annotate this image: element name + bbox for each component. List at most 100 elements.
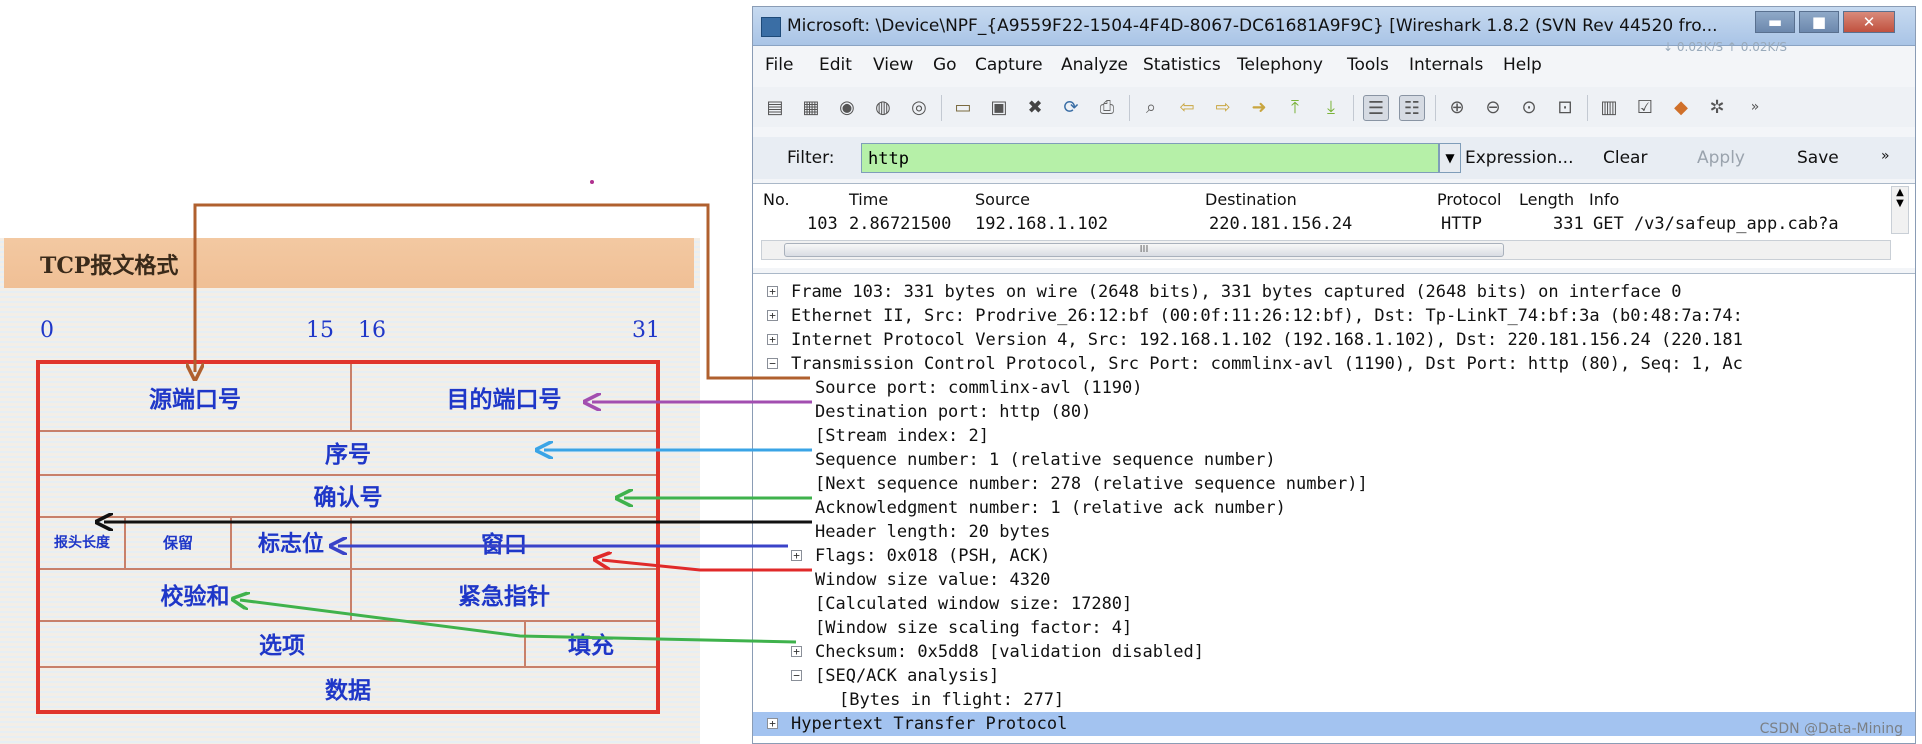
menu-internals[interactable]: Internals [1409, 55, 1484, 75]
clear-button[interactable]: Clear [1603, 148, 1648, 168]
filter-toolbar: Filter: http ▼ Expression... Clear Apply… [753, 137, 1915, 179]
divider [350, 568, 352, 620]
expand-icon[interactable]: + [767, 334, 778, 345]
start-capture-icon[interactable]: ◉ [839, 96, 855, 118]
packet-time: 2.86721500 [849, 214, 952, 234]
expand-icon[interactable]: + [791, 550, 802, 561]
open-file-icon[interactable]: ▭ [954, 96, 972, 118]
column-header-length[interactable]: Length [1519, 190, 1575, 209]
stray-dot [590, 180, 594, 184]
apply-button[interactable]: Apply [1697, 148, 1745, 168]
menu-edit[interactable]: Edit [819, 55, 852, 75]
expand-icon[interactable]: + [767, 310, 778, 321]
filter-overflow-icon[interactable]: » [1881, 148, 1890, 164]
flags-row: 报头长度 保留 标志位 窗口 [40, 516, 656, 570]
go-first-icon[interactable]: ⤒ [1291, 96, 1299, 118]
detail-text: Destination port: http (80) [815, 402, 1092, 422]
capture-options-icon[interactable]: ▦ [802, 96, 820, 118]
detail-line[interactable]: Header length: 20 bytes [753, 520, 1915, 544]
coloring-rules-icon[interactable]: ◆ [1674, 96, 1688, 118]
display-filters-icon[interactable]: ☑ [1636, 96, 1654, 118]
detail-line[interactable]: +Ethernet II, Src: Prodrive_26:12:bf (00… [753, 304, 1915, 328]
detail-line[interactable]: [Window size scaling factor: 4] [753, 616, 1915, 640]
menu-file[interactable]: File [765, 55, 794, 75]
go-last-icon[interactable]: ⤓ [1327, 96, 1335, 118]
column-header-time[interactable]: Time [849, 190, 889, 209]
detail-text: Frame 103: 331 bytes on wire (2648 bits)… [791, 282, 1682, 302]
packet-no: 103 [807, 214, 838, 234]
minimize-button[interactable]: ▬ [1755, 11, 1795, 33]
capture-filters-icon[interactable]: ▥ [1600, 96, 1618, 118]
detail-line[interactable]: +Hypertext Transfer Protocol [753, 712, 1915, 736]
filter-input[interactable]: http [861, 143, 1439, 173]
go-forward-icon[interactable]: ⇨ [1215, 96, 1231, 118]
menu-go[interactable]: Go [933, 55, 957, 75]
detail-line[interactable]: +Flags: 0x018 (PSH, ACK) [753, 544, 1915, 568]
menu-statistics[interactable]: Statistics [1143, 55, 1221, 75]
seq-row: 序号 [40, 430, 656, 476]
detail-line[interactable]: −[SEQ/ACK analysis] [753, 664, 1915, 688]
column-header-source[interactable]: Source [975, 190, 1030, 209]
diagram-title: TCP报文格式 [40, 253, 179, 279]
expression-button[interactable]: Expression... [1465, 148, 1574, 168]
detail-line[interactable]: Destination port: http (80) [753, 400, 1915, 424]
toolbar-overflow-icon[interactable]: » [1750, 99, 1760, 115]
stop-capture-icon[interactable]: ◍ [875, 96, 891, 118]
interface-list-icon[interactable]: ▤ [766, 96, 784, 118]
auto-scroll-icon[interactable]: ☷ [1399, 95, 1425, 121]
zoom-in-icon[interactable]: ⊕ [1449, 96, 1465, 118]
save-file-icon[interactable]: ▣ [990, 96, 1008, 118]
scrollbar-thumb[interactable]: III [784, 243, 1504, 257]
filter-dropdown-icon[interactable]: ▼ [1439, 143, 1461, 173]
detail-line[interactable]: + Frame 103: 331 bytes on wire (2648 bits… [753, 280, 1915, 304]
column-header-destination[interactable]: Destination [1205, 190, 1297, 209]
detail-line[interactable]: [Next sequence number: 278 (relative seq… [753, 472, 1915, 496]
menu-view[interactable]: View [873, 55, 914, 75]
horizontal-scrollbar[interactable]: III [761, 240, 1891, 260]
maximize-button[interactable]: ■ [1799, 11, 1839, 33]
detail-text: [Calculated window size: 17280] [815, 594, 1133, 614]
detail-line[interactable]: +Internet Protocol Version 4, Src: 192.1… [753, 328, 1915, 352]
menu-analyze[interactable]: Analyze [1061, 55, 1128, 75]
expand-icon[interactable]: + [791, 646, 802, 657]
vertical-scrollbar[interactable]: ▲▼ [1891, 186, 1909, 234]
print-icon[interactable]: ⎙ [1099, 96, 1115, 118]
detail-line[interactable]: +Checksum: 0x5dd8 [validation disabled] [753, 640, 1915, 664]
menu-help[interactable]: Help [1503, 55, 1542, 75]
column-header-no[interactable]: No. [763, 190, 790, 209]
column-header-protocol[interactable]: Protocol [1437, 190, 1502, 209]
title-bar[interactable]: Microsoft: \Device\NPF_{A9559F22-1504-4F… [753, 7, 1915, 46]
detail-line[interactable]: Source port: commlinx-avl (1190) [753, 376, 1915, 400]
collapse-icon[interactable]: − [791, 670, 802, 681]
preferences-icon[interactable]: ✲ [1709, 96, 1725, 118]
colorize-list-icon[interactable]: ☰ [1363, 95, 1389, 121]
close-button[interactable]: ✕ [1843, 11, 1895, 33]
column-header-info[interactable]: Info [1589, 190, 1620, 209]
close-file-icon[interactable]: ✖ [1027, 96, 1043, 118]
save-filter-button[interactable]: Save [1797, 148, 1839, 168]
detail-line[interactable]: Sequence number: 1 (relative sequence nu… [753, 448, 1915, 472]
detail-line[interactable]: [Bytes in flight: 277] [753, 688, 1915, 712]
zoom-out-icon[interactable]: ⊖ [1485, 96, 1501, 118]
normal-size-icon[interactable]: ⊙ [1521, 96, 1537, 118]
expand-icon[interactable]: + [767, 286, 778, 297]
detail-line[interactable]: Acknowledgment number: 1 (relative ack n… [753, 496, 1915, 520]
detail-line[interactable]: [Calculated window size: 17280] [753, 592, 1915, 616]
main-toolbar: ▤ ▦ ◉ ◍ ◎ ▭ ▣ ✖ ⟳ ⎙ ⌕ ⇦ ⇨ ➜ ⤒ ⤓ ☰ ☷ ⊕ ⊖ … [753, 87, 1915, 127]
resize-columns-icon[interactable]: ⊡ [1557, 96, 1573, 118]
field-dest-port: 目的端口号 [446, 386, 562, 413]
detail-line[interactable]: −Transmission Control Protocol, Src Port… [753, 352, 1915, 376]
menu-tools[interactable]: Tools [1347, 55, 1389, 75]
find-packet-icon[interactable]: ⌕ [1145, 96, 1157, 118]
detail-line[interactable]: [Stream index: 2] [753, 424, 1915, 448]
menu-telephony[interactable]: Telephony [1237, 55, 1323, 75]
field-padding: 填充 [568, 632, 614, 659]
go-to-packet-icon[interactable]: ➜ [1251, 96, 1267, 118]
expand-icon[interactable]: + [767, 718, 778, 729]
detail-line[interactable]: Window size value: 4320 [753, 568, 1915, 592]
menu-capture[interactable]: Capture [975, 55, 1043, 75]
reload-icon[interactable]: ⟳ [1063, 96, 1079, 118]
go-back-icon[interactable]: ⇦ [1179, 96, 1195, 118]
collapse-icon[interactable]: − [767, 358, 778, 369]
restart-capture-icon[interactable]: ◎ [911, 96, 927, 118]
